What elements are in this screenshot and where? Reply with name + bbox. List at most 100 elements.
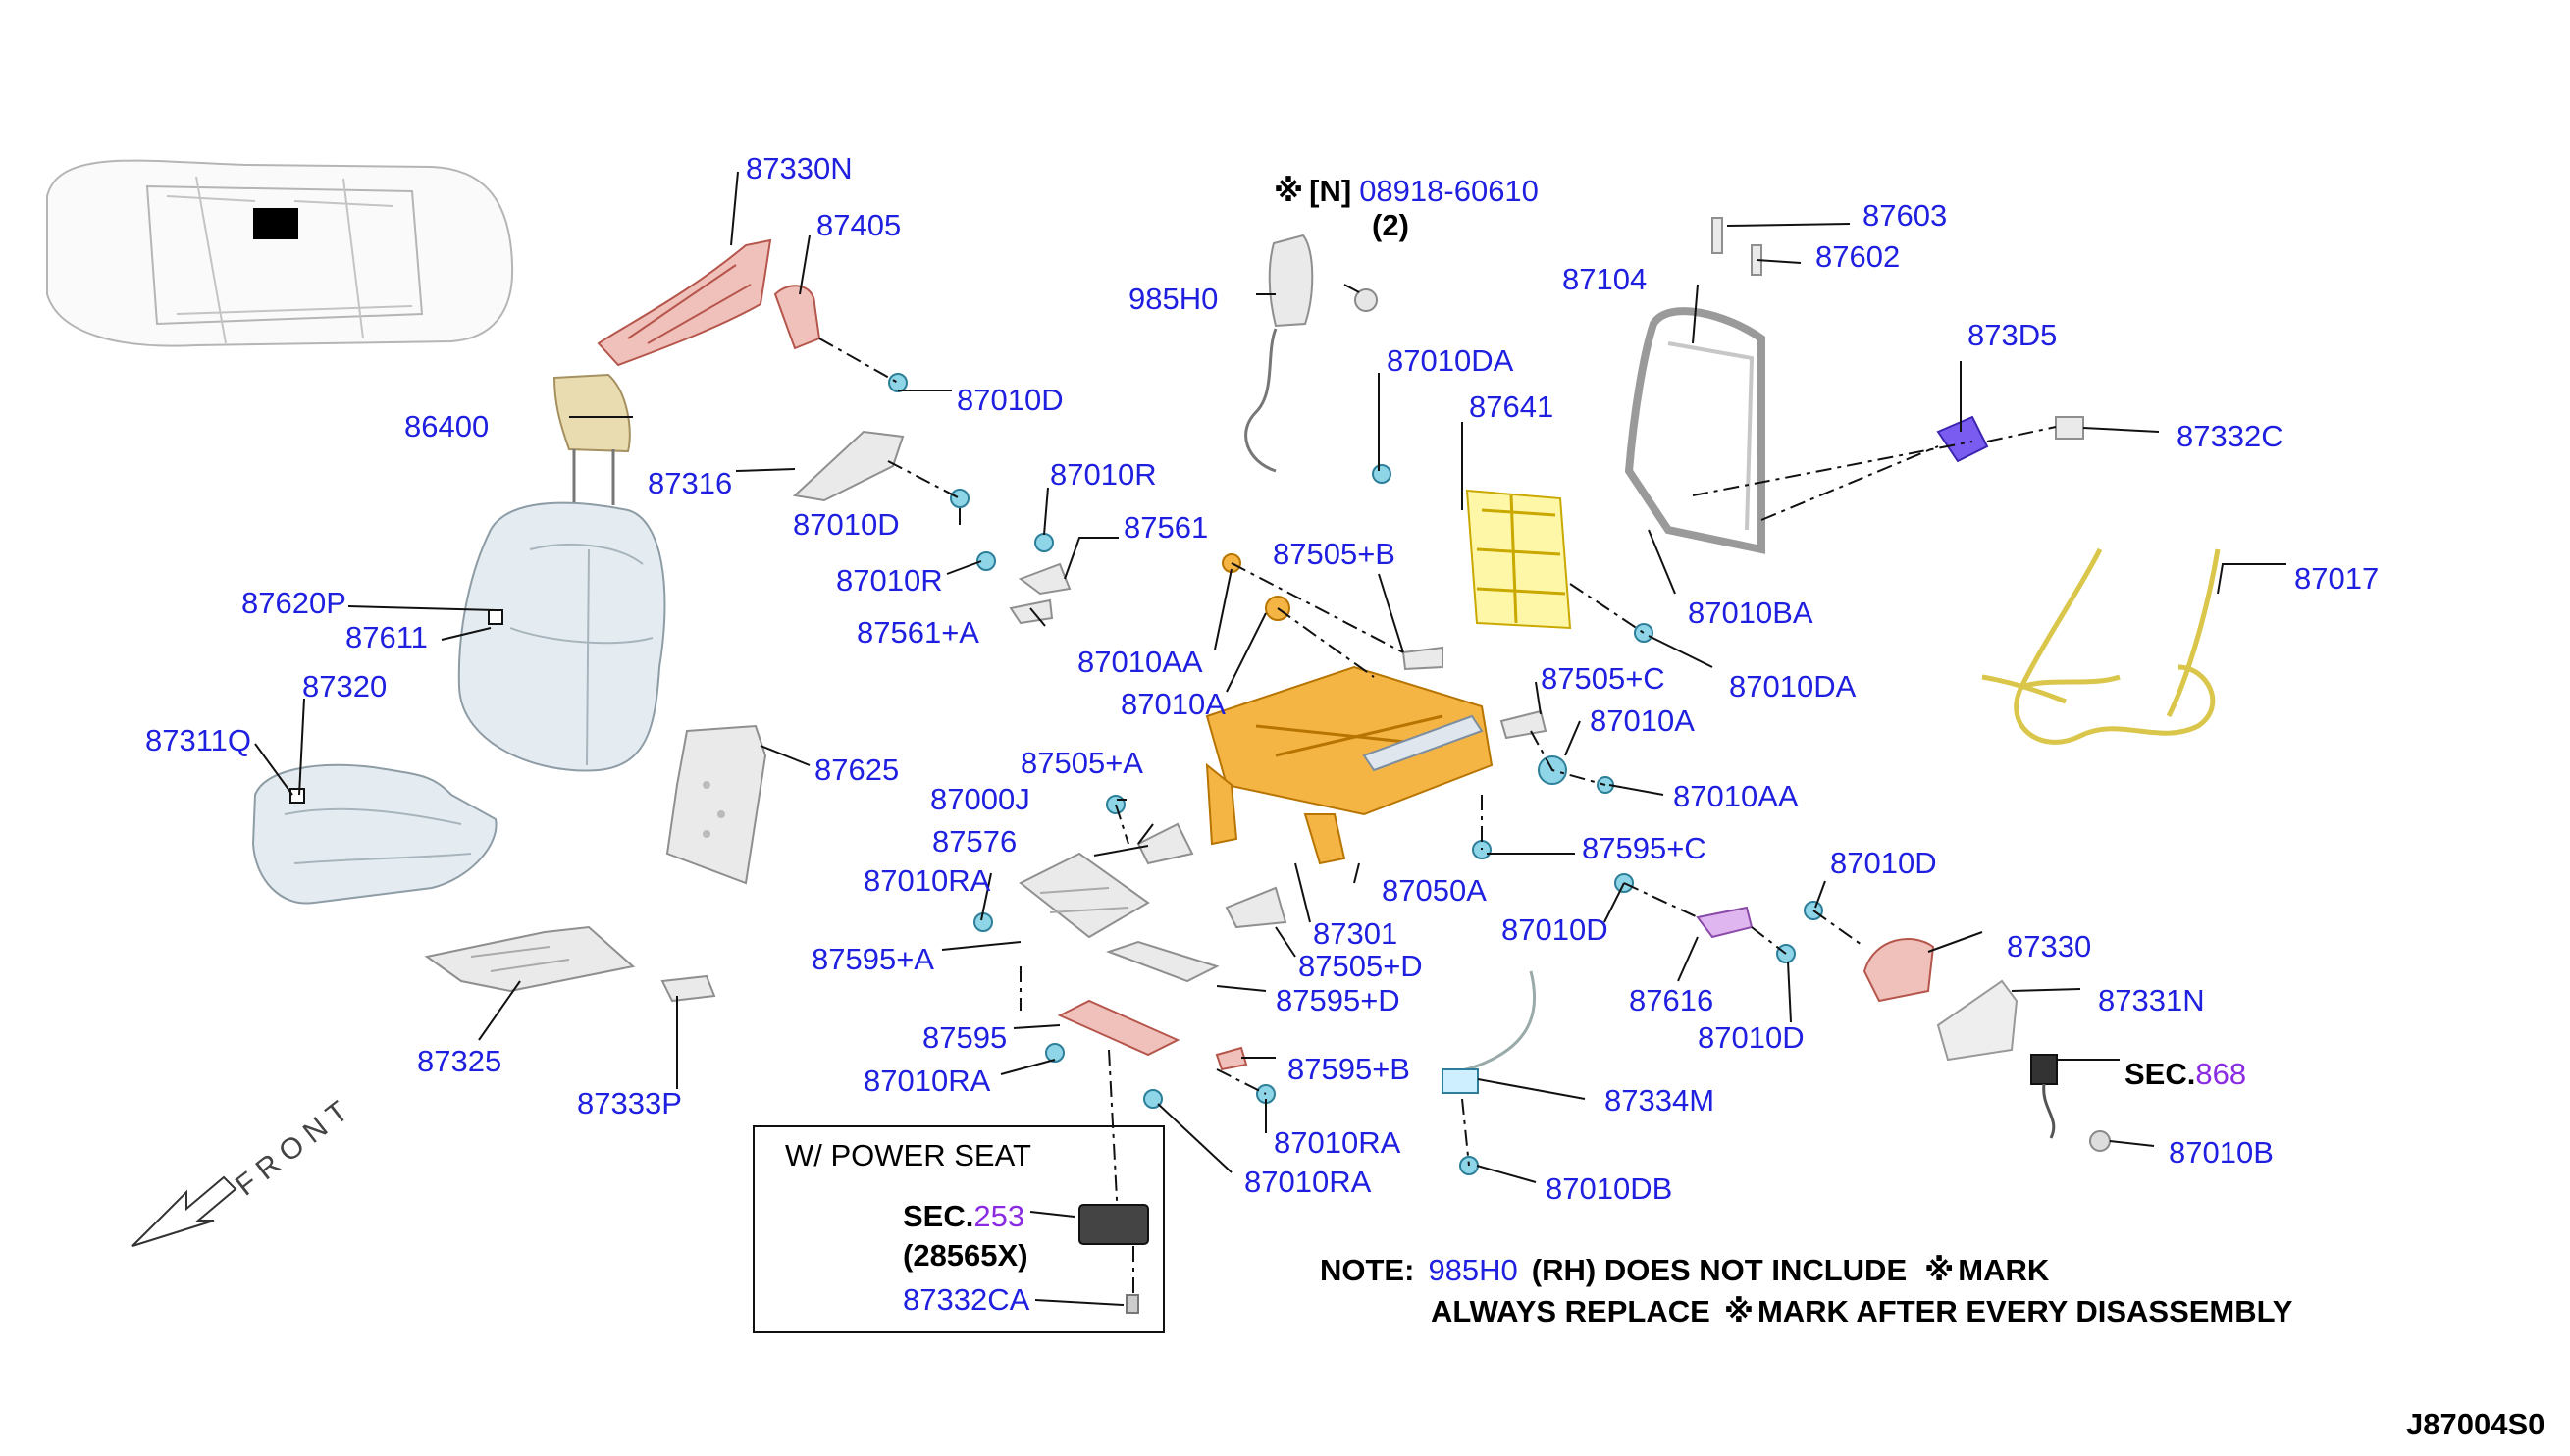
part-label-87010D: 87010D [793,507,900,542]
section-number: 253 [973,1199,1024,1233]
part-label-87104: 87104 [1562,262,1647,296]
part-label-87595-D: 87595+D [1276,983,1400,1017]
side-trim-87330 [1862,938,1935,1003]
part-label-87620P: 87620P [241,586,346,620]
part-label-87010RA: 87010RA [864,863,991,898]
cover-87505-A [1136,822,1194,865]
part-label-87595-B: 87595+B [1287,1052,1410,1086]
vehicle-locator-illustration [46,159,514,347]
note-mark-symbol-2: ※ [1724,1294,1754,1328]
part-label-87332C: 87332C [2177,419,2283,453]
part-label-87641: 87641 [1469,390,1553,424]
part-label-87334M: 87334M [1604,1083,1714,1118]
seat-position-marker [253,208,298,239]
side-cover-87331N [1936,979,2019,1062]
side-airbag-module-985H0 [1244,234,1378,473]
part-label-873D5: 873D5 [1967,318,2057,352]
part-label-87010A: 87010A [1121,687,1226,721]
part-label-87010RA: 87010RA [864,1064,991,1098]
part-label-87595-A: 87595+A [812,942,934,976]
part-label-87311Q: 87311Q [145,723,251,757]
bolt-87603 [1711,217,1723,254]
part-label-87010AA: 87010AA [1673,779,1799,813]
part-label-87505-A: 87505+A [1021,746,1143,780]
part-label-87325: 87325 [417,1044,501,1078]
note-line-2: ALWAYS REPLACE ※MARK AFTER EVERY DISASSEM… [1431,1294,2293,1328]
track-cover-87576 [1019,852,1150,939]
section-prefix: SEC. [2124,1057,2195,1091]
part-label-985H0: 985H0 [1128,282,1218,316]
part-label-87505-D: 87505+D [1298,949,1423,983]
power-seat-module [1078,1204,1149,1245]
part-label-87320: 87320 [302,669,387,703]
finisher-87595 [1057,999,1180,1057]
note-line-1: NOTE: 985H0 (RH) DOES NOT INCLUDE ※MARK [1320,1253,2050,1287]
part-label-87316: 87316 [648,466,732,500]
part-label-87050A: 87050A [1382,873,1487,908]
part-label-87561-A: 87561+A [857,615,979,650]
part-label-87576: 87576 [932,824,1017,858]
lumbar-support-87641 [1465,489,1572,630]
part-label-87010RA: 87010RA [1244,1165,1372,1199]
front-label: FRONT [230,1090,360,1202]
part-label-87330N: 87330N [746,151,853,185]
power-seat-title: W/ POWER SEAT [785,1138,1031,1172]
recliner-cover-87561 [1009,562,1072,625]
section-prefix: SEC. [903,1199,973,1233]
note-mark-word: MARK [1958,1253,2050,1287]
part-label-87010R: 87010R [1050,457,1157,492]
diagram-code: J87004S0 [2406,1407,2544,1441]
seatback-bracket-87405 [773,285,821,350]
replace-tag: [N] [1309,174,1351,208]
note-line1-text: (RH) DOES NOT INCLUDE [1532,1253,1907,1287]
part-label-87010DA: 87010DA [1387,343,1514,378]
seat-cushion-cover [251,763,498,905]
replace-mark-symbol: ※ [1274,174,1303,208]
part-label-87017: 87017 [2294,561,2379,596]
wire-harness-87017 [1981,547,2221,745]
part-label-87010D: 87010D [957,383,1064,417]
headrest-86400 [552,373,631,505]
part-label-87010A: 87010A [1590,703,1695,738]
part-label-87625: 87625 [814,753,899,787]
part-label-87602: 87602 [1815,239,1900,274]
note-heading: NOTE: [1320,1253,1414,1287]
power-seat-inset [753,1125,1165,1333]
section-number: 868 [2195,1057,2246,1091]
seatback-board-87625 [665,724,767,885]
power-seat-connector [1126,1294,1139,1314]
part-label-87595-C: 87595+C [1582,831,1706,865]
seatback-trim-87330N [597,238,772,367]
note-line2-end: MARK AFTER EVERY DISASSEMBLY [1757,1294,2293,1328]
note-line2-start: ALWAYS REPLACE [1431,1294,1710,1328]
harness-87334M [1442,970,1537,1094]
part-label-87000J: 87000J [930,782,1030,816]
connector-87332C [2055,416,2084,440]
cushion-heater-mat-87325 [424,925,636,993]
seatback-clip-87620P [488,609,503,625]
replace-part-number: 08918-60610 [1359,174,1539,208]
cover-87505-C [1499,709,1547,740]
replace-marker: ※[N]08918-60610 [1274,174,1539,208]
part-label-87010DB: 87010DB [1546,1171,1672,1206]
part-label-87301: 87301 [1313,916,1397,951]
part-label-87333P: 87333P [577,1086,682,1120]
replace-quantity: (2) [1372,208,1409,242]
note-mark-symbol: ※ [1924,1253,1954,1287]
power-seat-part-ref: (28565X) [903,1238,1028,1273]
note-part-number: 985H0 [1428,1253,1517,1287]
seatback-frame-87104 [1624,307,1765,554]
part-label-87405: 87405 [816,208,901,242]
label-leader-lines [254,171,2286,1306]
part-label-87010R: 87010R [836,563,943,598]
section-ref-868: SEC.868 [2124,1057,2246,1091]
part-label-87616: 87616 [1629,983,1713,1017]
exploded-view-guide-lines [818,338,2057,1237]
part-label-87330: 87330 [2007,929,2091,963]
part-label-87010D: 87010D [1501,912,1608,947]
part-label-87595: 87595 [922,1020,1007,1055]
cushion-clip-87311Q [289,788,305,804]
part-label-87331N: 87331N [2098,983,2205,1017]
part-label-87611: 87611 [345,620,428,654]
